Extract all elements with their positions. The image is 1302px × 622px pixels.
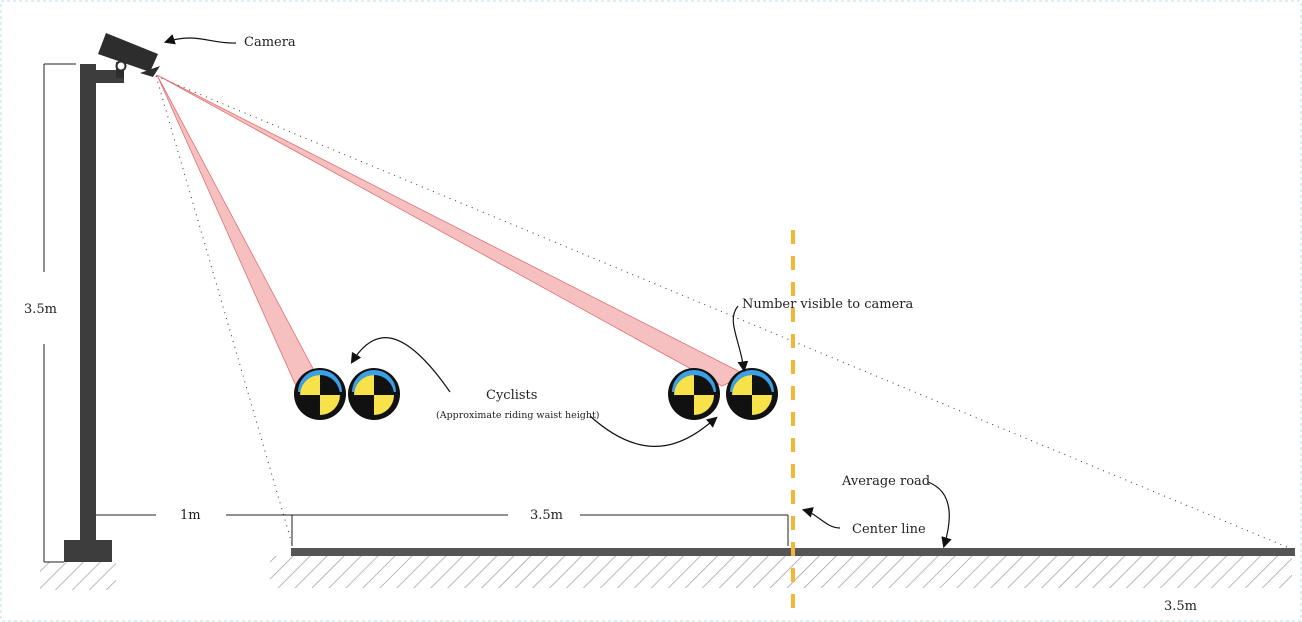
camera-callout-arrow (163, 34, 237, 45)
cyclists-label: Cyclists (486, 388, 537, 403)
center-line-label: Center line (852, 522, 926, 537)
offset-dimension (96, 514, 293, 546)
height-dimension (43, 63, 76, 563)
average-road-callout-arrow (927, 481, 952, 549)
cyclist-target-near-1 (294, 368, 346, 420)
pole-base (64, 540, 112, 562)
road-ground-hatch (270, 556, 1292, 588)
view-beam-near (156, 74, 319, 387)
lane-width-dimension (292, 514, 789, 546)
view-beam-far (156, 74, 747, 387)
number-visible-label: Number visible to camera (742, 297, 914, 312)
pole-ground-hatch (40, 562, 116, 590)
average-road-label: Average road (841, 474, 930, 489)
lane-width-label: 3.5m (530, 508, 563, 523)
sight-line-far (155, 75, 1295, 551)
cyclist-target-near-2 (348, 368, 400, 420)
cyclist-target-far-1 (668, 368, 720, 420)
far-lane-width-label: 3.5m (1164, 599, 1197, 614)
cyclists-callout-arrow-left (350, 337, 451, 393)
camera-label: Camera (244, 35, 296, 50)
center-line-callout-arrow (801, 507, 841, 529)
cyclists-note-label: (Approximate riding waist height) (436, 410, 600, 421)
camera-pole (80, 64, 96, 542)
height-label: 3.5m (24, 302, 57, 317)
offset-distance-label: 1m (180, 508, 201, 523)
cyclist-target-far-2 (726, 368, 778, 420)
cyclists-callout-arrow-right (589, 415, 718, 447)
number-visible-callout-arrow (732, 305, 749, 373)
security-camera-icon (96, 33, 160, 83)
